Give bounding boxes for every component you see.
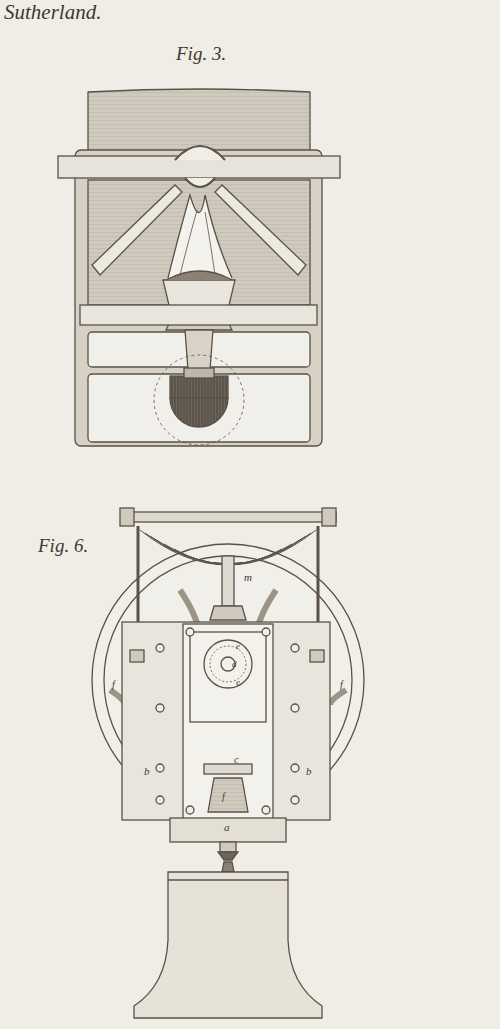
part-letter: e (236, 678, 240, 687)
figure-title: Fig. 6. (38, 536, 88, 555)
part-letter: b (306, 766, 312, 777)
part-letter: b (144, 766, 150, 777)
part-letter: f (340, 680, 343, 690)
part-letter: d (232, 660, 237, 669)
figure-3 (58, 89, 340, 446)
figure-title: Fig. 3. (176, 44, 226, 63)
part-letter: f (112, 680, 115, 690)
part-letter: c (234, 755, 238, 765)
part-letter: f (222, 792, 225, 802)
author-name: Sutherland. (4, 2, 101, 23)
part-letter: m (244, 572, 252, 583)
part-letter: a (224, 822, 230, 833)
part-letter: e (236, 642, 240, 651)
figure-6 (92, 508, 364, 1018)
